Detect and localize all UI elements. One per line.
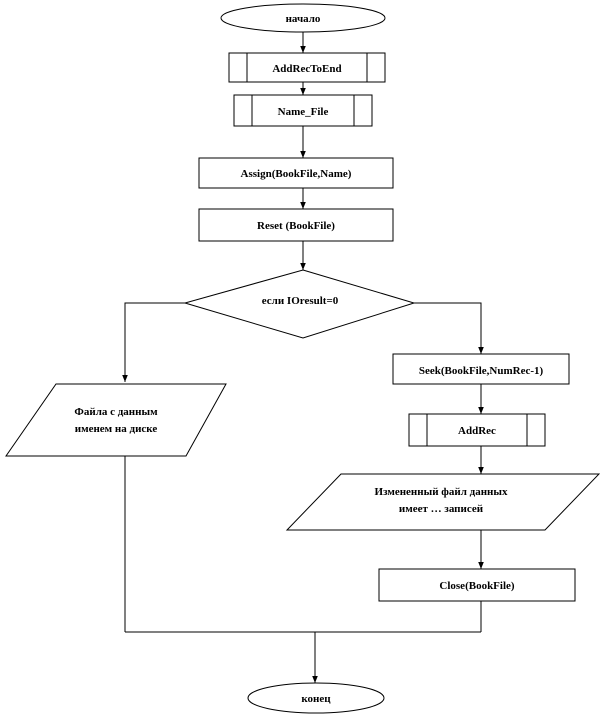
no-file-line2: именем на диске [75,423,158,435]
condition-label: если IOresult=0 [262,295,339,307]
no-file-line1: Файла с данным [74,406,158,418]
arrow-condition-to-no-file [122,302,185,382]
end-label: конец [301,693,331,705]
addrec-subprocess: AddRec [408,413,546,447]
no-file-output: Файла с данным именем на диске [5,383,227,457]
reset-label: Reset (BookFile) [257,220,335,232]
close-process: Close(BookFile) [378,568,576,602]
close-label: Close(BookFile) [439,580,514,592]
connectors [122,32,484,683]
addrectoend-subprocess: AddRecToEnd [228,52,386,83]
seek-label: Seek(BookFile,NumRec-1) [419,365,544,377]
end-terminator: конец [247,682,385,714]
start-terminator: начало [220,3,386,33]
assign-process: Assign(BookFile,Name) [198,157,394,189]
namefile-subprocess: Name_File [233,94,373,127]
addrec-label: AddRec [458,425,496,437]
seek-process: Seek(BookFile,NumRec-1) [392,353,570,385]
start-label: начало [286,13,321,25]
changed-line1: Измененный файл данных [375,486,508,498]
changed-file-output: Измененный файл данных имеет … записей [285,473,600,531]
reset-process: Reset (BookFile) [198,208,394,242]
namefile-label: Name_File [278,106,329,118]
arrow-condition-to-seek [414,302,484,354]
assign-label: Assign(BookFile,Name) [241,168,352,180]
condition-decision: если IOresult=0 [183,269,416,339]
addrectoend-label: AddRecToEnd [272,63,341,75]
changed-line2: имеет … записей [399,503,484,515]
